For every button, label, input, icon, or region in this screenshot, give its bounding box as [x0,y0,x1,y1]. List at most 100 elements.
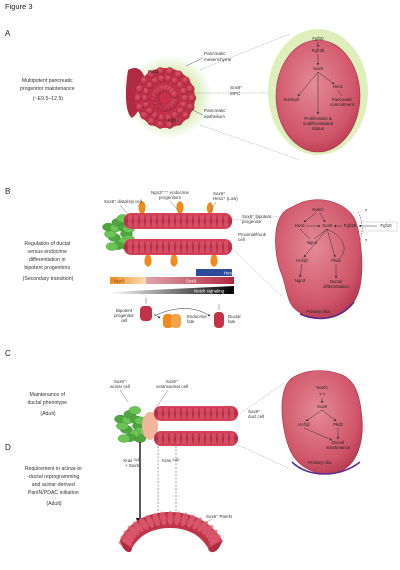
duct-ridge [218,215,222,227]
panin-ridge [152,512,160,527]
hes1-bar-label: Hes1 [224,271,235,276]
panel-b-letter: B [5,187,10,196]
bud-cell [181,111,190,120]
panin-ridge [205,529,218,538]
pancreatic-bud [125,55,213,139]
cell-c-q: ? ? [319,392,326,397]
acinar-cluster-c [114,406,147,443]
panin-ridge [123,530,137,539]
cell-b-ngn3b: Ngn3 [295,278,306,283]
cilia-c [291,461,361,475]
duct-ridge [200,408,204,419]
bud-cell [145,106,154,116]
ngn3-bar [110,277,146,284]
duct-ridge [164,433,168,444]
acinar-cell [117,434,131,443]
duct-ridge [224,215,228,227]
duct-cell-label: Sox9⁺duct cell [248,409,264,419]
cell-b-ngn3: Ngn3 [307,240,318,245]
cell-b [275,199,363,319]
fgf-box-b [354,221,398,232]
duct-ridges-c [158,408,234,444]
duct-ridge [182,433,186,444]
centroacinar-zone [142,412,158,440]
panin-ridge [201,524,214,535]
acinar-cell [105,242,119,251]
duct-ridge [170,433,174,444]
duct-ridge [188,433,192,444]
duct-ridge [140,215,144,227]
cell-b-cilia: Primary cilia [306,309,330,314]
duct-ridge [152,241,156,253]
sox9-hes1-label: Sox9⁺Hes1⁺ (Low) [213,191,238,201]
duct-ridges-b [128,215,228,253]
panin-ridge [192,517,202,530]
sox9-bar-label: Sox9 [186,279,197,284]
duct-ridge [164,408,168,419]
cell-c-hnf1: Hnf1β [298,422,310,427]
bud-cell [135,103,144,112]
bud-cell [187,93,197,103]
duct-ridge [170,215,174,227]
duct-ridge [194,433,198,444]
duct-ridge [206,215,210,227]
duct-ridge [182,408,186,419]
duct-ridge [170,241,174,253]
bud-cells [133,67,197,129]
duct-ridge [158,433,162,444]
cell-a-fgf10: Fgf10 [312,36,324,41]
duct-ridge [212,408,216,419]
panin-ridge [180,512,188,527]
bud-cell [186,84,195,93]
endocrine-cell [163,314,173,328]
duct-ridge [224,408,228,419]
sox9-mpc-label: Sox9⁺MPC [230,85,243,96]
cell-b-hnf1: Hnf1β [296,258,308,263]
duct-ridge [134,241,138,253]
bud-cell [181,76,190,85]
centroacinar-label: Sox9⁺centroacinar cell [156,379,188,389]
bud-cell [140,111,149,120]
cell-b-q2: ? [365,238,368,243]
duct-ridge [194,215,198,227]
duct-ridge [206,241,210,253]
bud-cell [133,93,143,103]
bud-cell [174,70,183,79]
duct-ridge [212,433,216,444]
bipotent-cell [140,306,152,321]
panel-a-desc: Multipotent pancreatic progenitor mainte… [20,78,76,102]
panel-c-desc: Maintenance of ductal phenotype (Adult) [28,392,69,417]
panel-d-desc: Requirement in acinar-to -ductal reprogr… [25,466,83,507]
duct-ridge [158,408,162,419]
duct-ridge [176,241,180,253]
duct-ridge [212,241,216,253]
cell-b-fgfr2: Fgfr2b [344,223,357,228]
bud-cell [165,120,174,129]
duct-ridge [146,241,150,253]
panin-ridge [138,517,149,530]
panin-label: Sox9⁺ PanIN [206,514,232,519]
duct-ridge [128,215,132,227]
panel-c-letter: C [5,349,11,358]
hes1-bar [196,269,232,276]
bud-cell [186,103,195,112]
bud-cell [180,93,190,103]
bud-cell [165,67,174,76]
notch-bar [110,286,234,294]
bud-cell [170,90,179,99]
duct-ridge [170,408,174,419]
bud-cell [156,120,165,129]
panin-ridge [187,514,196,528]
cell-b-sox9: Sox9 [322,223,332,228]
cell-a-arrows [297,42,343,115]
duct-ridge [152,215,156,227]
cell-a-sox9: Sox9 [313,66,324,71]
panin-ridge [207,534,222,542]
